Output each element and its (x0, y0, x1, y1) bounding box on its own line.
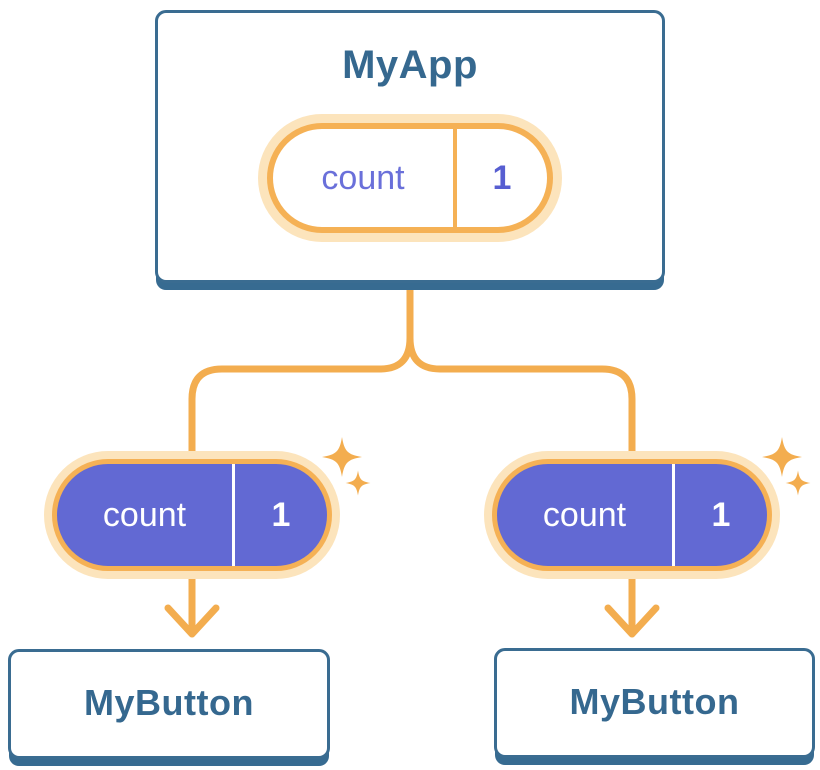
arrow-down-icon (604, 604, 660, 638)
sparkle-icon (762, 437, 802, 477)
sparkle-icon (322, 437, 362, 477)
state-pill-body: count 1 (52, 459, 332, 571)
sparkle-icon (785, 470, 811, 496)
state-pill-body: count 1 (492, 459, 772, 571)
connector-line-right (406, 280, 636, 596)
state-pill: count 1 (44, 451, 340, 579)
state-label: count (321, 158, 405, 197)
component-title: MyApp (342, 43, 478, 87)
root-component-card: MyApp count 1 (155, 10, 665, 283)
child-component-card: MyButton (8, 649, 330, 759)
state-value: 1 (453, 129, 547, 227)
state-label: count (542, 495, 627, 534)
component-title: MyButton (569, 681, 740, 722)
state-value: 1 (232, 464, 327, 566)
component-title: MyButton (84, 682, 254, 723)
arrow-down-icon (164, 604, 220, 638)
state-pill: count 1 (484, 451, 780, 579)
state-pill: count 1 (258, 114, 562, 242)
sparkle-icon (345, 470, 371, 496)
state-value: 1 (672, 464, 767, 566)
child-component-card: MyButton (494, 648, 815, 758)
state-label: count (102, 495, 187, 534)
state-pill-body: count 1 (267, 123, 553, 233)
